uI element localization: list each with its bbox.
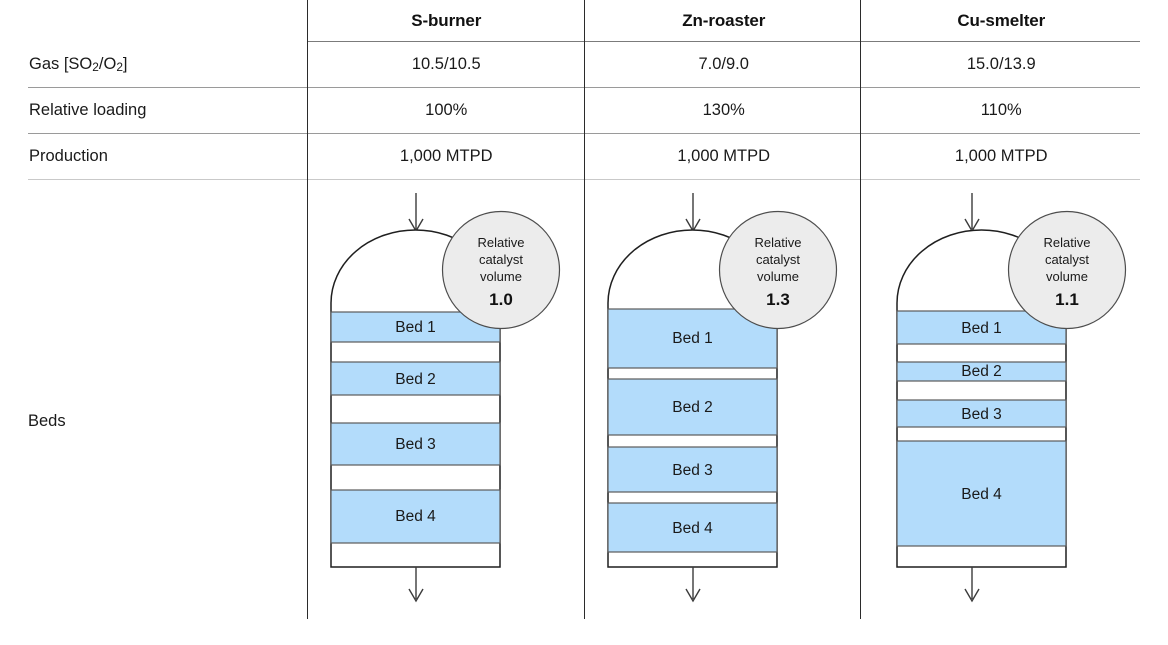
row-label-beds: Beds — [28, 180, 308, 645]
column-header-s-burner: S-burner — [308, 0, 585, 42]
gas-subscript-o2: 2 — [116, 60, 123, 74]
bed-rect-zn-roaster-4: Bed 4 — [608, 503, 777, 552]
bed-label-cu-smelter-4: Bed 4 — [961, 486, 1002, 503]
bubble-value-s-burner: 1.0 — [489, 290, 513, 309]
bed-rect-cu-smelter-4: Bed 4 — [897, 441, 1066, 546]
bed-label-s-burner-3: Bed 3 — [395, 436, 436, 453]
bubble-line-1: Relative — [478, 235, 525, 250]
cell-loading-s-burner: 100% — [308, 88, 585, 134]
bed-rect-zn-roaster-2: Bed 2 — [608, 379, 777, 435]
bed-rect-zn-roaster-3: Bed 3 — [608, 447, 777, 492]
bed-rect-s-burner-4: Bed 4 — [331, 490, 500, 543]
gas-subscript-so2: 2 — [92, 60, 99, 74]
cell-production-cu-smelter: 1,000 MTPD — [862, 134, 1140, 180]
cell-loading-zn-roaster: 130% — [585, 88, 862, 134]
bubble-line-1: Relative — [755, 235, 802, 250]
inlet-arrow-icon — [965, 193, 979, 231]
bubble-value-zn-roaster: 1.3 — [766, 290, 790, 309]
relative-catalyst-volume-bubble-s-burner: Relative catalyst volume 1.0 — [443, 212, 560, 329]
outlet-arrow-icon — [965, 567, 979, 601]
reactor-diagram-s-burner: Bed 1 Bed 2 Bed 3 Bed 4 — [307, 185, 584, 619]
bubble-line-2: catalyst — [479, 252, 523, 267]
reactor-diagram-cu-smelter: Bed 1 Bed 2 Bed 3 Bed 4 — [860, 185, 1137, 619]
row-label-production: Production — [28, 134, 308, 180]
reactor-diagram-zn-roaster: Bed 1 Bed 2 Bed 3 Bed 4 — [584, 185, 861, 619]
cell-loading-cu-smelter: 110% — [862, 88, 1140, 134]
outlet-arrow-icon — [686, 567, 700, 601]
bed-label-zn-roaster-3: Bed 3 — [672, 462, 713, 479]
bubble-line-3: volume — [1046, 269, 1088, 284]
cell-gas-cu-smelter: 15.0/13.9 — [862, 42, 1140, 88]
cell-gas-zn-roaster: 7.0/9.0 — [585, 42, 862, 88]
page-root: S-burner Zn-roaster Cu-smelter Gas [SO2/… — [0, 0, 1168, 619]
bed-label-zn-roaster-1: Bed 1 — [672, 330, 713, 347]
relative-catalyst-volume-bubble-cu-smelter: Relative catalyst volume 1.1 — [1009, 212, 1126, 329]
cell-production-s-burner: 1,000 MTPD — [308, 134, 585, 180]
bubble-line-2: catalyst — [1045, 252, 1089, 267]
column-header-zn-roaster: Zn-roaster — [585, 0, 862, 42]
inlet-arrow-icon — [409, 193, 423, 231]
inlet-arrow-icon — [686, 193, 700, 231]
column-header-cu-smelter: Cu-smelter — [862, 0, 1140, 42]
row-label-gas: Gas [SO2/O2] — [28, 42, 308, 88]
cell-gas-s-burner: 10.5/10.5 — [308, 42, 585, 88]
bed-label-cu-smelter-1: Bed 1 — [961, 320, 1002, 337]
header-label-blank — [28, 0, 308, 42]
bed-rect-s-burner-3: Bed 3 — [331, 423, 500, 465]
bed-label-s-burner-2: Bed 2 — [395, 371, 436, 388]
bed-label-s-burner-1: Bed 1 — [395, 319, 436, 336]
row-label-relative-loading: Relative loading — [28, 88, 308, 134]
bubble-line-3: volume — [480, 269, 522, 284]
bed-label-s-burner-4: Bed 4 — [395, 508, 436, 525]
bubble-line-3: volume — [757, 269, 799, 284]
bed-rect-cu-smelter-2: Bed 2 — [897, 362, 1066, 381]
bed-label-cu-smelter-2: Bed 2 — [961, 363, 1002, 380]
bed-label-zn-roaster-4: Bed 4 — [672, 520, 713, 537]
bubble-line-1: Relative — [1044, 235, 1091, 250]
bed-rect-cu-smelter-3: Bed 3 — [897, 400, 1066, 427]
bubble-value-cu-smelter: 1.1 — [1055, 290, 1079, 309]
row-label-gas-text: Gas [SO2/O2] — [29, 55, 128, 73]
cell-production-zn-roaster: 1,000 MTPD — [585, 134, 862, 180]
bed-rect-s-burner-2: Bed 2 — [331, 362, 500, 395]
bed-label-zn-roaster-2: Bed 2 — [672, 399, 713, 416]
bed-label-cu-smelter-3: Bed 3 — [961, 406, 1002, 423]
outlet-arrow-icon — [409, 567, 423, 601]
relative-catalyst-volume-bubble-zn-roaster: Relative catalyst volume 1.3 — [720, 212, 837, 329]
bubble-line-2: catalyst — [756, 252, 800, 267]
